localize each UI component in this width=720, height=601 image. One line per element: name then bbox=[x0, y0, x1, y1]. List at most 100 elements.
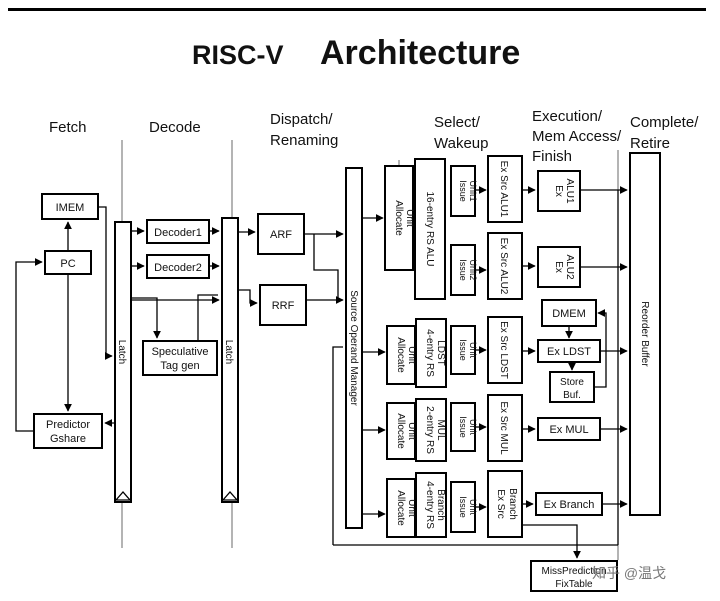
arf-block bbox=[257, 213, 305, 255]
source-operand-manager-label: Source Operand Manager bbox=[348, 290, 359, 406]
decoder2-label: Decoder2 bbox=[154, 262, 202, 274]
ex-src-ldst-label: Ex Src LDST bbox=[498, 321, 509, 379]
rrf-block bbox=[259, 284, 307, 326]
issue-unit-mul-label-2: Unit bbox=[468, 419, 478, 436]
ex-src-ldst-block bbox=[487, 316, 523, 384]
dispatch-wires bbox=[238, 228, 344, 307]
issue-unit2-label-2: Unit2 bbox=[468, 259, 478, 280]
latch-2-label: Latch bbox=[223, 340, 234, 364]
issue-unit-ldst-label-2: Unit bbox=[468, 342, 478, 359]
rs-mul-block bbox=[415, 398, 447, 462]
ex-ldst-label: Ex LDST bbox=[547, 346, 591, 358]
issue-unit-mul-label-1: Issue bbox=[458, 416, 468, 438]
stage-select-2: Wakeup bbox=[434, 135, 488, 152]
issue-unit2-block bbox=[450, 244, 476, 296]
predictor-label-2: Gshare bbox=[50, 433, 86, 445]
stage-execution-1: Execution/ bbox=[532, 108, 603, 125]
ex-src-mul-label: Ex Src MUL bbox=[498, 401, 509, 455]
rs-mul-label-1: 2-entry RS bbox=[424, 406, 435, 454]
speculative-tag-gen-label-2: Tag gen bbox=[160, 360, 199, 372]
stage-decode: Decode bbox=[149, 119, 201, 136]
issue-unit-mul-block bbox=[450, 402, 476, 452]
dmem-block bbox=[541, 299, 597, 327]
ex-src-alu1-label: Ex Src ALU1 bbox=[498, 161, 509, 218]
ex-alu1-block bbox=[537, 170, 581, 212]
imem-label: IMEM bbox=[56, 202, 85, 214]
rs-ldst-block bbox=[415, 318, 447, 388]
ex-alu1-label-1: Ex bbox=[553, 185, 564, 197]
allocate-unit-alu-label-2: Unit bbox=[404, 209, 415, 227]
stage-complete-1: Complete/ bbox=[630, 114, 699, 131]
ex-alu2-label-1: Ex bbox=[553, 261, 564, 273]
missprediction-label-2: FixTable bbox=[555, 579, 593, 590]
allocate-unit-mul-label-1: Allocate bbox=[395, 413, 406, 449]
issue-unit-ldst-label-1: Issue bbox=[458, 339, 468, 361]
decode-wires bbox=[131, 227, 220, 341]
stage-execution-2: Mem Access/ bbox=[532, 128, 622, 145]
rs-mul-label-2: MUL bbox=[435, 419, 446, 441]
allocate-unit-alu-label-1: Allocate bbox=[393, 200, 404, 236]
title-risc-v: RISC-V bbox=[192, 40, 284, 70]
missprediction-fixtable-block bbox=[530, 560, 618, 592]
issue-unit-branch-label-2: Unit bbox=[468, 499, 478, 516]
issue-unit-ldst-block bbox=[450, 325, 476, 375]
store-buf-label-2: Buf. bbox=[563, 390, 581, 401]
ex-src-branch-block bbox=[487, 470, 523, 538]
watermark-text: 知乎 @温戈 bbox=[592, 565, 666, 581]
latch-2-clock-icon bbox=[221, 491, 239, 501]
rs-alu-label: 16-entry RS ALU bbox=[424, 191, 435, 266]
ex-src-mul-block bbox=[487, 394, 523, 462]
allocate-unit-ldst-label-1: Allocate bbox=[395, 337, 406, 373]
ex-src-alu2-label: Ex Src ALU2 bbox=[498, 238, 509, 295]
speculative-tag-gen-block bbox=[142, 340, 218, 376]
ex-src-branch-label-1: Ex Src bbox=[495, 489, 506, 518]
stage-execution-3: Finish bbox=[532, 148, 572, 165]
stage-dispatch-1: Dispatch/ bbox=[270, 111, 333, 128]
rrf-label: RRF bbox=[272, 300, 295, 312]
issue-unit1-label-2: Unit1 bbox=[468, 180, 478, 201]
rs-branch-label-2: Branch bbox=[435, 489, 446, 521]
source-operand-manager-block bbox=[345, 167, 363, 529]
title-architecture: Architecture bbox=[320, 34, 520, 72]
allocate-unit-branch-label-2: Unit bbox=[406, 499, 417, 517]
latch-2 bbox=[221, 217, 239, 503]
rs-ldst-label-2: LDST bbox=[435, 340, 446, 366]
latch-1 bbox=[114, 221, 132, 503]
arf-label: ARF bbox=[270, 229, 292, 241]
rs-ldst-label-1: 4-entry RS bbox=[424, 329, 435, 377]
allocate-unit-branch-label-1: Allocate bbox=[395, 490, 406, 526]
allocate-unit-alu bbox=[384, 165, 414, 271]
stage-complete-2: Retire bbox=[630, 135, 670, 152]
issue-unit1-label-1: Issue bbox=[458, 180, 468, 202]
decoder1-label: Decoder1 bbox=[154, 227, 202, 239]
predictor-block bbox=[33, 413, 103, 449]
ex-mul-label: Ex MUL bbox=[549, 424, 588, 436]
ex-alu2-label-2: ALU2 bbox=[564, 254, 575, 279]
predictor-label-1: Predictor bbox=[46, 419, 90, 431]
rs-branch-block bbox=[415, 472, 447, 538]
rs-branch-label-1: 4-entry RS bbox=[424, 481, 435, 529]
reorder-buffer-label: Reorder Buffer bbox=[639, 301, 650, 367]
ex-src-alu2-block bbox=[487, 232, 523, 300]
ex-src-branch-label-2: Branch bbox=[507, 488, 518, 520]
stage-dispatch-2: Renaming bbox=[270, 132, 338, 149]
missprediction-label-1: MissPrediction bbox=[541, 566, 606, 577]
issue-unit2-label-1: Issue bbox=[458, 259, 468, 281]
fetch-wires bbox=[15, 206, 127, 432]
ex-alu1-label-2: ALU1 bbox=[564, 178, 575, 203]
backend-wires bbox=[332, 186, 628, 559]
issue-unit1-block bbox=[450, 165, 476, 217]
issue-unit-branch-block bbox=[450, 481, 476, 533]
issue-unit-branch-label-1: Issue bbox=[458, 496, 468, 518]
latch-1-clock-icon bbox=[114, 491, 132, 501]
allocate-unit-mul-label-2: Unit bbox=[406, 422, 417, 440]
stage-fetch: Fetch bbox=[49, 119, 87, 136]
rs-alu-block bbox=[414, 158, 446, 300]
ex-branch-label: Ex Branch bbox=[544, 499, 595, 511]
ex-src-alu1-block bbox=[487, 155, 523, 223]
stage-select-1: Select/ bbox=[434, 114, 481, 131]
allocate-unit-branch bbox=[386, 478, 416, 538]
dmem-label: DMEM bbox=[552, 308, 586, 320]
